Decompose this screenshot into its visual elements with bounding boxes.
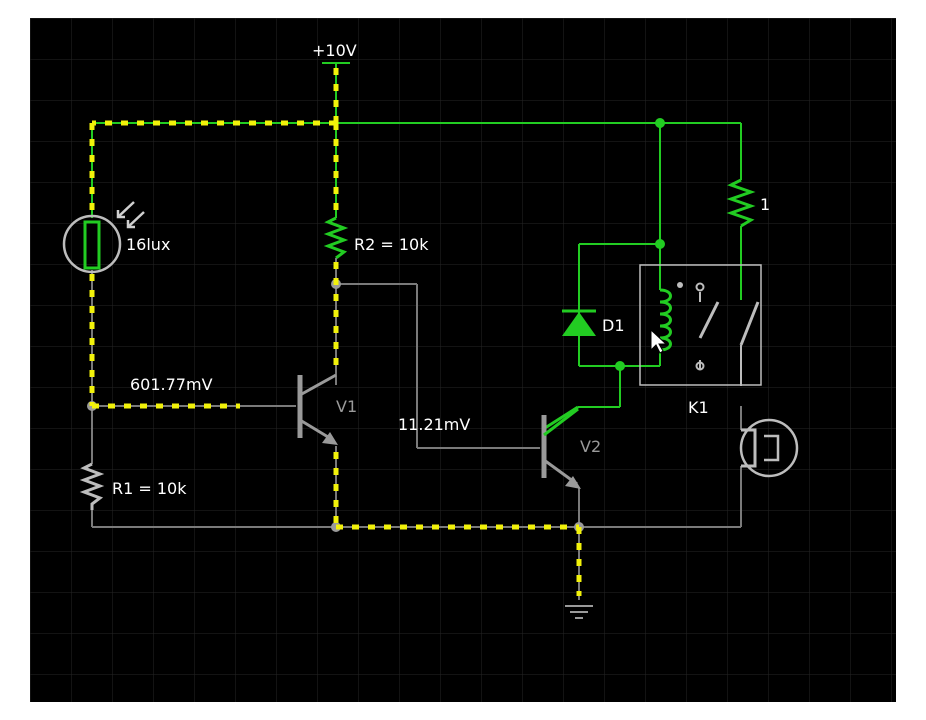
live-nodes (615, 118, 665, 371)
r2-label: R2 = 10k (354, 235, 429, 254)
lamp-icon (739, 418, 799, 478)
ground-icon (565, 605, 593, 619)
v2-label: V2 (580, 437, 601, 456)
supply-label: +10V (312, 41, 357, 60)
v2-collector-wire (543, 407, 579, 437)
diode-d1[interactable] (562, 309, 596, 336)
light-dependent-resistor-icon (62, 214, 122, 274)
mouse-cursor-icon (650, 328, 668, 354)
v2-base-probe: 11.21mV (398, 415, 470, 434)
r1-label: R1 = 10k (112, 479, 187, 498)
current-flow-dots (89, 68, 582, 596)
relay-k1[interactable] (639, 264, 762, 386)
ldr-label: 16lux (126, 235, 170, 254)
k1-label: K1 (688, 398, 709, 417)
diode-icon (562, 312, 596, 336)
d1-label: D1 (602, 316, 625, 335)
grid-background (30, 18, 896, 702)
transistor-v2[interactable] (541, 415, 581, 489)
relay-icon (639, 264, 762, 386)
light-dependent-resistor[interactable] (62, 201, 145, 274)
v1-label: V1 (336, 397, 357, 416)
v1-base-probe: 601.77mV (130, 375, 213, 394)
r3-label: 1 (760, 195, 770, 214)
live-wires (91, 62, 756, 430)
lamp[interactable] (739, 418, 799, 478)
transistor-v1[interactable] (297, 373, 338, 445)
